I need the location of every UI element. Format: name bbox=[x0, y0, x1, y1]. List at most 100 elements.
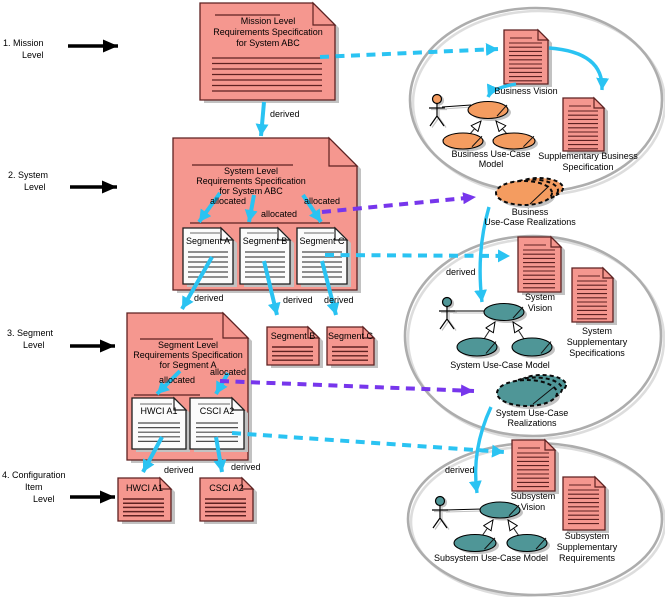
system-doc-title: System Level bbox=[223, 166, 279, 176]
business-use-case-icon bbox=[492, 132, 538, 152]
system-realizations-label: System Use-Case bbox=[495, 408, 569, 418]
segment-c-derived-doc-label: Segment C bbox=[327, 331, 374, 341]
derived-label: derived bbox=[270, 109, 300, 119]
segment-c-doc-icon bbox=[296, 226, 351, 287]
hwci-doc-label: HWCI A1 bbox=[140, 406, 178, 416]
vision-to-supplementary-arrow bbox=[548, 46, 610, 91]
system-supplementary-label: System bbox=[581, 326, 612, 336]
derived-label: derived bbox=[445, 465, 475, 475]
subsystem-use-case-model-icon bbox=[432, 495, 550, 554]
hwci-a1-config-doc-icon bbox=[117, 476, 175, 524]
level-2-label: 2. System bbox=[8, 170, 49, 180]
level-4-label: 4. Configuration bbox=[2, 470, 66, 480]
segment-b-derived-doc-icon bbox=[266, 325, 323, 368]
hwci-config-doc-label: HWCI A1 bbox=[125, 483, 163, 493]
system-vision-doc-icon bbox=[517, 235, 565, 295]
business-vision-doc-icon bbox=[503, 28, 552, 87]
business-realizations-label: Business bbox=[511, 207, 549, 217]
subsystem-supplementary-label: Requirements bbox=[558, 553, 616, 563]
subsystem-supplementary-label: Supplementary bbox=[556, 542, 618, 552]
supplementary-business-label: Supplementary Business bbox=[538, 151, 638, 161]
segment-b-derived-doc-label: Segment B bbox=[270, 331, 316, 341]
allocated-arrow-segment-c bbox=[301, 193, 323, 224]
subsystem-vision-label: Subsystem bbox=[510, 491, 556, 501]
system-use-case-model-icon bbox=[439, 296, 555, 359]
mission-spec-doc-icon bbox=[199, 1, 339, 103]
segment-doc-title: for Segment A bbox=[159, 360, 217, 370]
business-actor-icon bbox=[429, 93, 447, 128]
level-3-label: 3. Segment bbox=[7, 328, 54, 338]
business-use-case-icon bbox=[442, 132, 486, 152]
csci-doc-label: CSCI A2 bbox=[199, 406, 235, 416]
csci-a2-config-doc-icon bbox=[199, 476, 257, 524]
system-use-case-icon bbox=[483, 302, 527, 323]
level-3-label: Level bbox=[23, 340, 45, 350]
allocated-label: allocated bbox=[159, 375, 196, 385]
segment-doc-title: Requirements Specification bbox=[133, 350, 243, 360]
derived-label: derived bbox=[164, 465, 194, 475]
subsystem-actor-icon bbox=[432, 495, 450, 530]
trace-segment-to-system-realizations bbox=[219, 379, 475, 397]
mission-doc-title: Requirements Specification bbox=[213, 27, 323, 37]
segment-c-derived-doc-icon bbox=[326, 325, 378, 368]
allocated-label: allocated bbox=[304, 196, 341, 206]
segment-b-doc-label: Segment B bbox=[242, 236, 288, 246]
segment-c-doc-label: Segment C bbox=[299, 236, 345, 246]
allocated-arrow-hwci bbox=[155, 369, 182, 396]
system-realizations-label: Realizations bbox=[507, 418, 557, 428]
derived-label: derived bbox=[324, 295, 354, 305]
allocated-arrow-segment-b bbox=[244, 194, 258, 223]
business-use-case-icon bbox=[467, 100, 511, 121]
derived-arrow-csci bbox=[213, 436, 227, 473]
business-use-case-realizations-icon bbox=[495, 177, 564, 208]
allocated-label: allocated bbox=[210, 196, 247, 206]
csci-a2-doc-icon bbox=[189, 396, 248, 452]
vision-to-model-arrow bbox=[486, 82, 517, 98]
system-vision-label: Vision bbox=[527, 303, 553, 313]
system-supplementary-doc-icon bbox=[571, 266, 617, 325]
derived-arrow-segment-a bbox=[180, 256, 214, 310]
subsystem-supplementary-doc-icon bbox=[562, 475, 609, 533]
derived-arrow-hwci bbox=[141, 436, 164, 473]
business-use-case-model-icon bbox=[429, 93, 538, 152]
derived-label: derived bbox=[283, 295, 313, 305]
csci-config-doc-label: CSCI A2 bbox=[209, 483, 244, 493]
subsystem-use-case-icon bbox=[506, 533, 550, 554]
system-supplementary-label: Supplementary bbox=[566, 337, 628, 347]
subsystem-vision-doc-icon bbox=[511, 438, 559, 494]
derived-label: derived bbox=[231, 462, 261, 472]
segment-b-doc-icon bbox=[239, 226, 294, 287]
derived-arrow-segment-c bbox=[320, 260, 340, 316]
allocated-label: allocated bbox=[261, 209, 298, 219]
allocated-arrow-csci bbox=[214, 372, 230, 395]
derived-arrow-segment-b bbox=[262, 260, 281, 316]
mission-doc-title: for System ABC bbox=[236, 38, 300, 48]
system-vision-label: System bbox=[524, 292, 555, 302]
derived-arc-business-to-system bbox=[474, 206, 491, 303]
system-actor-icon bbox=[439, 296, 457, 331]
hwci-a1-doc-icon bbox=[131, 396, 190, 452]
business-use-case-model-label: Model bbox=[478, 159, 504, 169]
trace-system-to-business-realizations bbox=[321, 192, 477, 214]
mission-doc-title: Mission Level bbox=[240, 16, 296, 26]
business-realizations-label: Use-Case Realizations bbox=[484, 217, 576, 227]
trace-mission-to-business-vision bbox=[319, 43, 499, 59]
system-supplementary-label: Specifications bbox=[569, 348, 625, 358]
system-use-case-icon bbox=[511, 337, 555, 359]
subsystem-use-case-model-label: Subsystem Use-Case Model bbox=[433, 553, 549, 563]
level-4-label: Item bbox=[25, 482, 43, 492]
subsystem-use-case-icon bbox=[453, 533, 499, 554]
business-use-case-model-label: Business Use-Case bbox=[451, 149, 531, 159]
allocated-arrow-segment-a bbox=[197, 191, 222, 224]
level-1-label: 1. Mission bbox=[3, 38, 44, 48]
subsystem-vision-label: Vision bbox=[520, 502, 546, 512]
derived-arc-system-to-subsystem bbox=[468, 406, 493, 494]
system-use-case-realizations-icon bbox=[496, 374, 567, 409]
system-doc-title: for System ABC bbox=[219, 186, 283, 196]
system-use-case-model-label: System Use-Case Model bbox=[450, 360, 550, 370]
derived-label: derived bbox=[194, 293, 224, 303]
trace-csci-to-subsystem-vision bbox=[231, 431, 505, 458]
level-1-label: Level bbox=[22, 50, 44, 60]
